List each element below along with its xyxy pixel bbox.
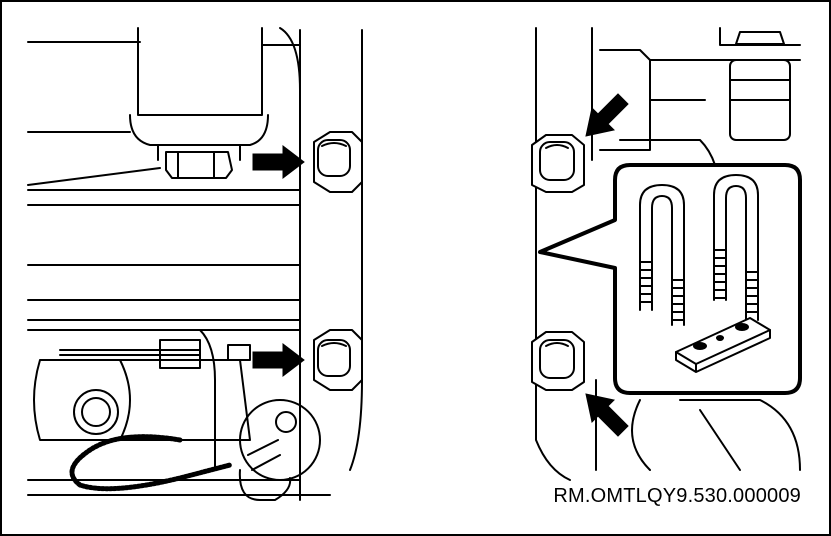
u-bolt (713, 174, 759, 321)
reference-code: RM.OMTLQY9.530.000009 (551, 485, 803, 508)
left-upper-bolt (313, 131, 363, 193)
right-frame-rail (535, 27, 597, 481)
right-view (531, 27, 801, 481)
arrow-upper-bolt (585, 93, 629, 137)
left-upper-member (27, 41, 301, 266)
right-lower-bolt (531, 331, 585, 391)
left-hex-nut (165, 151, 233, 179)
right-arrows (585, 93, 629, 437)
arrow-lower-bolt (252, 342, 305, 378)
u-bolt (639, 184, 685, 326)
left-lower-bolt (313, 329, 363, 391)
left-frame-rail (299, 29, 363, 501)
left-view (27, 27, 363, 501)
arrow-lower-bolt (585, 393, 629, 437)
left-wire-harness (69, 434, 233, 492)
left-arrows (252, 144, 305, 378)
right-upper-bolt (531, 134, 585, 193)
inset-callout (538, 163, 802, 395)
left-upper-block (137, 27, 263, 116)
clamp-plate (675, 317, 771, 373)
arrow-upper-bolt (252, 144, 305, 180)
